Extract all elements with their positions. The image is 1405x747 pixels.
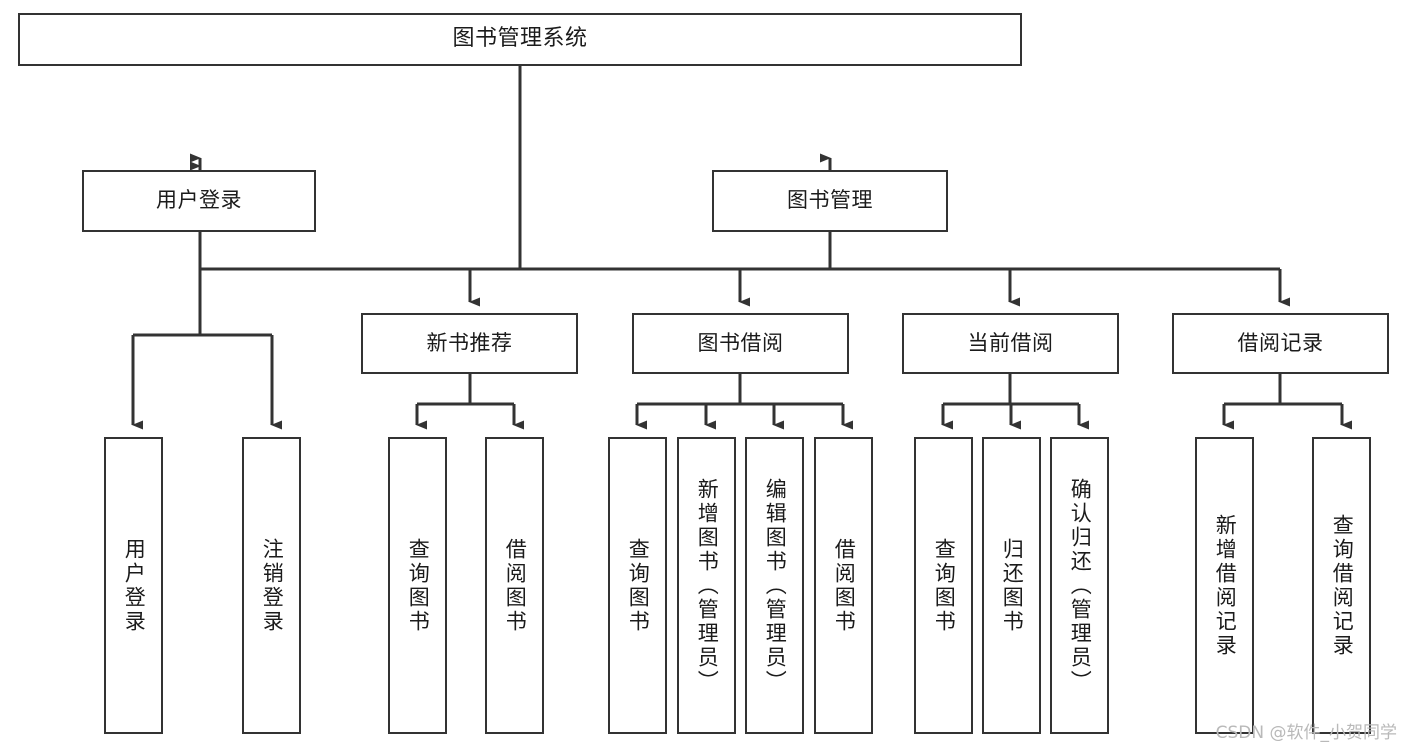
leaf-book-borrow-add[interactable]: 新增图书（管理员） bbox=[677, 437, 736, 734]
leaf-current-borrow-confirm[interactable]: 确认归还（管理员） bbox=[1050, 437, 1109, 734]
node-label: 查询借阅记录 bbox=[1330, 513, 1355, 658]
leaf-book-borrow-borrow[interactable]: 借阅图书 bbox=[814, 437, 873, 734]
node-label: 确认归还（管理员） bbox=[1068, 477, 1093, 694]
node-label: 查询图书 bbox=[406, 537, 431, 634]
node-label: 新增借阅记录 bbox=[1213, 513, 1238, 658]
node-label: 归还图书 bbox=[1000, 537, 1025, 634]
node-label: 注销登录 bbox=[260, 537, 285, 634]
leaf-book-borrow-edit[interactable]: 编辑图书（管理员） bbox=[745, 437, 804, 734]
node-new-book-recommend[interactable]: 新书推荐 bbox=[361, 313, 578, 374]
leaf-user-login-signout[interactable]: 注销登录 bbox=[242, 437, 301, 734]
leaf-new-book-query[interactable]: 查询图书 bbox=[388, 437, 447, 734]
node-root-system[interactable]: 图书管理系统 bbox=[18, 13, 1022, 66]
node-label: 图书管理 bbox=[787, 188, 873, 213]
node-book-borrow[interactable]: 图书借阅 bbox=[632, 313, 849, 374]
leaf-borrow-record-add[interactable]: 新增借阅记录 bbox=[1195, 437, 1254, 734]
node-label: 图书借阅 bbox=[697, 330, 784, 355]
leaf-borrow-record-query[interactable]: 查询借阅记录 bbox=[1312, 437, 1371, 734]
leaf-user-login-signin[interactable]: 用户登录 bbox=[104, 437, 163, 734]
node-label: 借阅记录 bbox=[1237, 330, 1324, 355]
node-borrow-record[interactable]: 借阅记录 bbox=[1172, 313, 1389, 374]
node-label: 新增图书（管理员） bbox=[695, 477, 720, 694]
node-label: 查询图书 bbox=[626, 537, 651, 634]
node-label: 用户登录 bbox=[156, 188, 242, 213]
leaf-book-borrow-query[interactable]: 查询图书 bbox=[608, 437, 667, 734]
node-label: 查询图书 bbox=[932, 537, 957, 634]
leaf-new-book-borrow[interactable]: 借阅图书 bbox=[485, 437, 544, 734]
watermark-text: CSDN @软件_小贺同学 bbox=[1215, 723, 1397, 743]
leaf-current-borrow-query[interactable]: 查询图书 bbox=[914, 437, 973, 734]
node-current-borrow[interactable]: 当前借阅 bbox=[902, 313, 1119, 374]
node-label: 借阅图书 bbox=[503, 537, 528, 634]
node-label: 编辑图书（管理员） bbox=[763, 477, 788, 694]
node-label: 图书管理系统 bbox=[452, 26, 588, 52]
node-label: 当前借阅 bbox=[967, 330, 1054, 355]
node-label: 新书推荐 bbox=[426, 330, 513, 355]
node-label: 用户登录 bbox=[122, 537, 147, 634]
node-user-login[interactable]: 用户登录 bbox=[82, 170, 316, 232]
node-label: 借阅图书 bbox=[832, 537, 857, 634]
leaf-current-borrow-return[interactable]: 归还图书 bbox=[982, 437, 1041, 734]
node-book-management[interactable]: 图书管理 bbox=[712, 170, 948, 232]
